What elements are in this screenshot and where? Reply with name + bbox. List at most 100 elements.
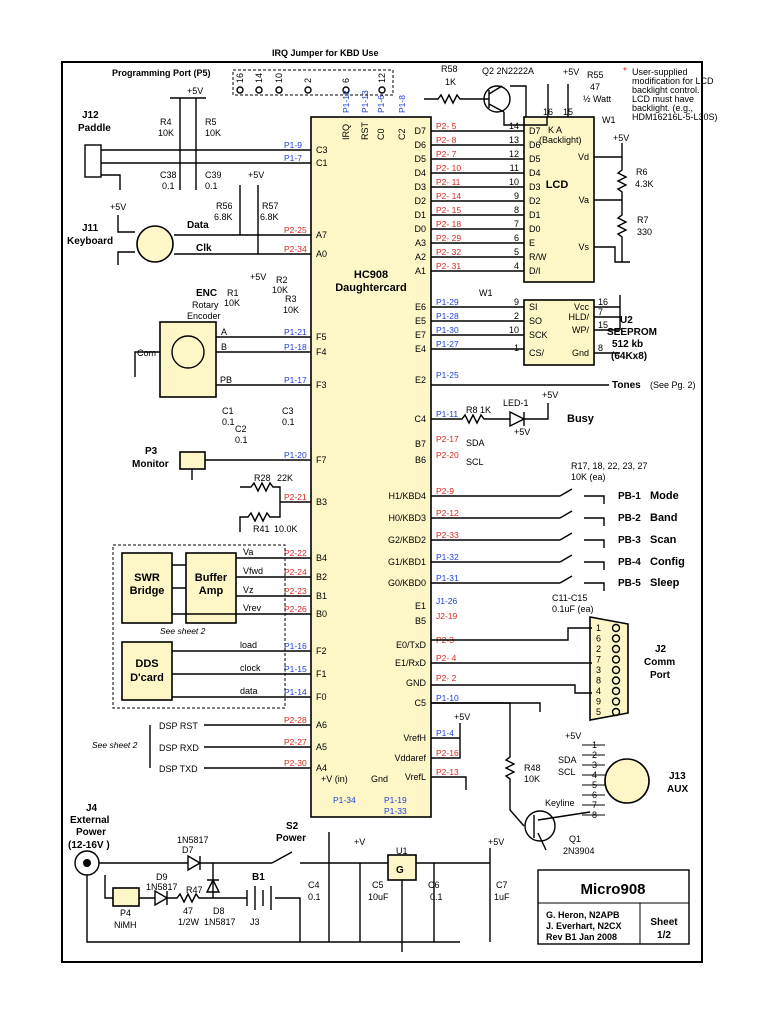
mcu-pin-c0: C0 [376, 128, 386, 140]
r41-value: 10.0K [274, 524, 298, 534]
tones-label: Tones [612, 380, 641, 391]
plus5v-q2: +5V [563, 67, 579, 77]
r47-label: R47 [186, 885, 203, 895]
d8-label: D8 [213, 906, 225, 916]
rotary-encoder [159, 321, 217, 398]
mcu-pin-b7: B7 [415, 439, 426, 449]
dsp-wiring [149, 724, 311, 769]
eeprom-pin-num: 1 [514, 343, 519, 353]
net-p1-4: P1-4 [436, 728, 454, 738]
w1-bottom-label: W1 [479, 288, 493, 298]
dcard-label: D'card [130, 672, 164, 684]
mcu-subtitle: Daughtercard [335, 282, 407, 294]
r55-value: 47 [590, 82, 600, 92]
mcu-pin-rst: RST [360, 121, 370, 140]
keyline-circuit [431, 702, 591, 851]
c7-value: 1uF [494, 892, 510, 902]
title-block [537, 869, 690, 945]
net-p2-17: P2-17 [436, 434, 459, 444]
eeprom-pin-num: 9 [514, 297, 519, 307]
c4-label: C4 [308, 880, 320, 890]
r48-label: R48 [524, 763, 541, 773]
c3-label: C3 [282, 406, 294, 416]
r57-label: R57 [262, 201, 279, 211]
r41-label: R41 [253, 524, 270, 534]
lcd-pin-num: 7 [514, 219, 519, 229]
pb-func-scan: Scan [650, 534, 677, 546]
mcu-pin-f3: F3 [316, 380, 327, 390]
net-p1-7: P1-7 [284, 153, 302, 163]
mcu-pin-h1-kbd4: H1/KBD4 [388, 491, 426, 501]
keyboard-wiring [117, 185, 311, 265]
dds-dcard [121, 641, 173, 701]
r4-label: R4 [160, 117, 172, 127]
mcu-pin-b1: B1 [316, 591, 327, 601]
eeprom-pin-hld: HLD/ [568, 312, 589, 322]
power-circuit [86, 832, 491, 952]
c1-value: 0.1 [222, 417, 235, 427]
note-line: User-supplied [632, 67, 688, 77]
c2-value: 0.1 [235, 435, 248, 445]
port-label: Port [650, 670, 671, 681]
r3-value: 10K [283, 305, 299, 315]
r6-r7-divider [594, 143, 630, 263]
lcd-pin-num: 12 [509, 149, 519, 159]
encoder-dial [171, 335, 205, 369]
r2-value: 10K [272, 285, 288, 295]
mcu-pin-d0: D0 [414, 224, 426, 234]
j2-pin-8: 8 [596, 676, 601, 686]
mcu-pin-f5: F5 [316, 332, 327, 342]
c2-label: C2 [235, 424, 247, 434]
author-2: J. Everhart, N2CX [546, 921, 622, 931]
r56-label: R56 [216, 201, 233, 211]
r58-resistor [424, 93, 484, 105]
c39-label: C39 [205, 170, 222, 180]
prog-pin-14: 14 [254, 73, 264, 83]
d7-label: D7 [182, 845, 194, 855]
mcu-pin-e7: E7 [415, 330, 426, 340]
mcu-pin-e0-txd: E0/TxD [396, 640, 427, 650]
seeprom-chip [523, 299, 595, 366]
mcu-pin-e5: E5 [415, 316, 426, 326]
dsp-rxd-label: DSP RXD [159, 743, 199, 753]
mcu-pin-g0-kbd0: G0/KBD0 [388, 578, 426, 588]
r55-label: R55 [587, 70, 604, 80]
lcd-pin-num: 10 [509, 177, 519, 187]
lcd-pin-num: 4 [514, 261, 519, 271]
r8-value: 1K [480, 405, 491, 415]
p3-header [179, 451, 206, 470]
eeprom-pin-si: SI [529, 302, 538, 312]
mcu-pin-c5: C5 [414, 698, 426, 708]
dsp-txd-label: DSP TXD [159, 764, 198, 774]
bridge-label: Bridge [130, 585, 165, 597]
s2-label: S2 [286, 821, 299, 832]
prog-pin-dot [304, 86, 312, 94]
q1-label: Q1 [569, 834, 581, 844]
vfwd-label: Vfwd [243, 566, 263, 576]
r55-watt: ½ Watt [583, 94, 612, 104]
pb-name-1: PB-1 [618, 491, 641, 502]
prog-pin-6: 6 [341, 78, 351, 83]
net-j2-19: J2-19 [436, 611, 458, 621]
note-line: backlight. (e.g., [632, 103, 693, 113]
mcu-pin-c2: C2 [397, 128, 407, 140]
power-label-ext: Power [76, 827, 106, 838]
mcu-pin-a6: A6 [316, 720, 327, 730]
encoder-label: Encoder [187, 311, 221, 321]
j4-center-pin [83, 859, 91, 867]
prog-pin-12: 12 [377, 73, 387, 83]
r6-label: R6 [636, 167, 648, 177]
seeprom-name: SEEPROM [607, 327, 657, 338]
eeprom-pin-wp: WP/ [572, 325, 589, 335]
lcd-pin-e: E [529, 238, 535, 248]
scl-label: SCL [466, 457, 484, 467]
u1-regulator [387, 854, 417, 881]
pb-func-config: Config [650, 556, 685, 568]
net-p2-20: P2-20 [436, 450, 459, 460]
plus5v-c7: +5V [488, 837, 504, 847]
lcd-pin-num: 14 [509, 121, 519, 131]
mcu-pin-vrefh: VrefH [403, 733, 426, 743]
d8-value: 1N5817 [204, 917, 236, 927]
note-star: * [623, 66, 627, 77]
com-label: Com [137, 348, 156, 358]
